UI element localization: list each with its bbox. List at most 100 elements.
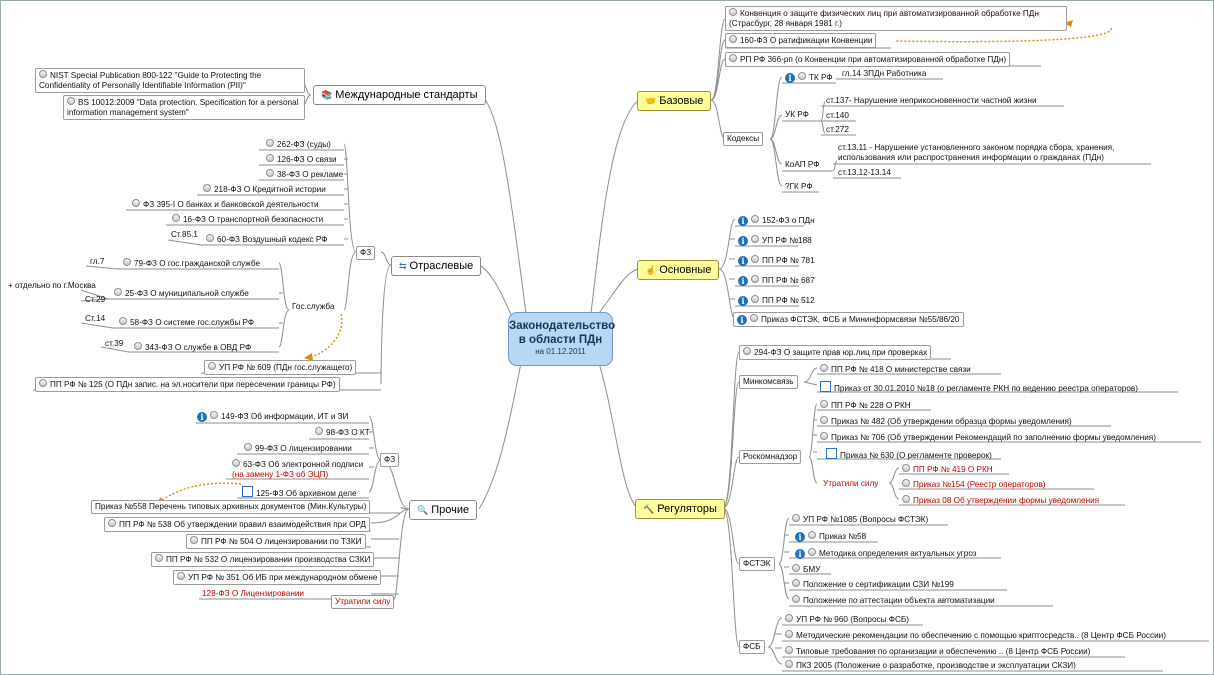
item-st272[interactable]: ст.272 [823, 124, 852, 136]
bullet-icon [232, 459, 240, 467]
reg-metrek[interactable]: Методические рекомендации по обеспечению… [782, 629, 1169, 642]
otr-fz25[interactable]: 25-ФЗ О муниципальной службе [111, 287, 252, 300]
pr-fz125[interactable]: 125-ФЗ Об архивном деле [239, 485, 360, 500]
item-st140[interactable]: ст.140 [823, 110, 852, 122]
pr-pp538[interactable]: ПП РФ № 538 Об утверждении правил взаимо… [104, 517, 370, 532]
reg-rkn[interactable]: Роскомнадзор [739, 450, 802, 464]
osn-item-5-label: Приказ ФСТЭК, ФСБ и Мининформсвязи №55/8… [761, 315, 960, 324]
pr-pp532[interactable]: ПП РФ № 532 О лицензировании производств… [151, 552, 375, 567]
item-uk[interactable]: УК РФ [782, 109, 812, 121]
otr-fz343[interactable]: 343-ФЗ О службе в ОВД РФ [131, 341, 254, 354]
pr-pp504[interactable]: ПП РФ № 504 О лицензировании по ТЗКИ [186, 534, 366, 549]
reg-bmu[interactable]: БМУ [789, 563, 823, 576]
reg-fsb[interactable]: ФСБ [739, 640, 765, 654]
otr-st851[interactable]: Ст.85.1 [168, 229, 201, 241]
topic-regulatory[interactable]: 🔨Регуляторы [635, 499, 725, 519]
reg-fstek[interactable]: ФСТЭК [739, 557, 775, 571]
otr-item-1[interactable]: 126-ФЗ О связи [263, 153, 340, 166]
item-st1312[interactable]: ст.13.12-13.14 [835, 167, 894, 179]
item-konvenciya[interactable]: Конвенция о защите физических лиц при ав… [725, 6, 1067, 31]
pr-up351[interactable]: УП РФ № 351 Об ИБ при международном обме… [173, 570, 382, 585]
otr-item-3[interactable]: 218-ФЗ О Кредитной истории [200, 183, 329, 196]
item-rp366[interactable]: РП РФ 366-рп (о Конвенции при автоматизи… [725, 52, 1011, 67]
otr-gl7[interactable]: гл.7 [87, 256, 107, 268]
reg-minkom[interactable]: Минкомсвязь [739, 375, 798, 389]
otr-item-0[interactable]: 262-ФЗ (суды) [263, 138, 334, 151]
otr-otdelno[interactable]: + отдельно по г.Москва [5, 280, 99, 292]
otr-st14[interactable]: Ст.14 [82, 313, 108, 325]
otr-fz60[interactable]: 60-ФЗ Воздушный кодекс РФ [203, 233, 330, 246]
item-fz160[interactable]: 160-ФЗ О ратификации Конвенции [725, 33, 877, 48]
reg-polsert[interactable]: Положение о сертификации СЗИ №199 [789, 578, 957, 591]
otr-pp125[interactable]: ПП РФ № 125 (О ПДн запис. на эл.носители… [35, 377, 340, 392]
otr-st29[interactable]: Ст.29 [82, 294, 108, 306]
pr-utratili[interactable]: Утратили силу [331, 595, 395, 609]
otr-item-5[interactable]: 16-ФЗ О транспортной безопасности [169, 213, 326, 226]
item-st137[interactable]: ст.137- Нарушение неприкосновенности час… [823, 95, 1040, 107]
reg-pkz[interactable]: ПКЗ 2005 (Положение о разработке, произв… [782, 659, 1079, 672]
reg-pr630[interactable]: Приказ № 630 (О регламенте проверок) [823, 447, 995, 462]
otr-item-4[interactable]: ФЗ 395-I О банках и банковской деятельно… [129, 198, 322, 211]
topic-bazovye[interactable]: 🤝Базовые [637, 91, 712, 111]
reg-up1085[interactable]: УП РФ №1085 (Вопросы ФСТЭК) [789, 513, 931, 526]
reg-tiptreb[interactable]: Типовые требования по организации и обес… [782, 645, 1093, 658]
bullet-icon [808, 548, 816, 556]
topic-osnovnye[interactable]: ☝Основные [637, 260, 720, 280]
topic-prochie[interactable]: 🔍Прочие [409, 500, 478, 520]
reg-polatt[interactable]: Положение по аттестации объекта автомати… [789, 594, 998, 607]
reg-pr482[interactable]: Приказ № 482 (Об утверждении образца фор… [817, 415, 1075, 428]
osn-item-3-label: ПП РФ № 687 [762, 276, 815, 285]
pr-fz[interactable]: ФЗ [380, 453, 400, 467]
pr-fz98-label: 98-ФЗ О КТ [326, 428, 370, 437]
pr-fz99[interactable]: 99-ФЗ О лицензировании [241, 442, 355, 455]
reg-utratili[interactable]: Утратили силу [820, 478, 881, 490]
pr-pp504-label: ПП РФ № 504 О лицензировании по ТЗКИ [201, 537, 362, 546]
otr-st851-label: Ст.85.1 [171, 230, 198, 239]
reg-pp419[interactable]: ПП РФ № 419 О РКН [899, 463, 996, 476]
item-gl14[interactable]: гл.14 ЗПДн Работника [839, 68, 929, 80]
otr-up609[interactable]: УП РФ № 609 (ПДн гос.служащего) [204, 360, 357, 375]
item-gk[interactable]: ?ГК РФ [782, 181, 816, 193]
otr-st39[interactable]: ст.39 [102, 338, 126, 350]
otr-fz79-label: 79-ФЗ О гос.гражданской службе [134, 259, 261, 268]
reg-pr08[interactable]: Приказ 08 Об утверждении формы уведомлен… [899, 494, 1102, 507]
intl-nist[interactable]: NIST Special Publication 800-122 "Guide … [35, 68, 305, 93]
reg-fz294[interactable]: 294-ФЗ О защите прав юр.лиц при проверка… [739, 345, 932, 360]
otr-fz58[interactable]: 58-ФЗ О системе гос.службы РФ [116, 316, 257, 329]
item-koap[interactable]: КоАП РФ [782, 159, 822, 171]
reg-prik18[interactable]: Приказ от 30.01.2010 №18 (о регламенте Р… [817, 380, 1141, 395]
handshake-icon: 🤝 [645, 96, 657, 106]
topic-otrasl[interactable]: ⇆Отраслевые [391, 256, 482, 276]
bullet-icon [820, 416, 828, 424]
pr-fz128[interactable]: 128-ФЗ О Лицензировании [199, 588, 307, 600]
reg-pr154[interactable]: Приказ №154 (Реестр операторов) [899, 478, 1048, 491]
reg-pp418[interactable]: ПП РФ № 418 О министерстве связи [817, 363, 974, 376]
bullet-icon [315, 427, 323, 435]
otr-item-2[interactable]: 38-ФЗ О рекламе [263, 168, 346, 181]
otr-gossl[interactable]: Гос.служба [289, 301, 338, 313]
otr-fz[interactable]: ФЗ [356, 246, 376, 260]
item-kodeksy[interactable]: Кодексы [723, 132, 764, 146]
reg-up960[interactable]: УП РФ № 960 (Вопросы ФСБ) [782, 613, 912, 626]
reg-pp228[interactable]: ПП РФ № 228 О РКН [817, 399, 914, 412]
central-topic[interactable]: Законодательство в области ПДн на 01.12.… [508, 312, 615, 366]
reg-pr706[interactable]: Приказ № 706 (Об утверждении Рекомендаци… [817, 431, 1159, 444]
bullet-icon [820, 432, 828, 440]
pr-fz63[interactable]: 63-ФЗ Об электронной подписи(на замену 1… [229, 458, 366, 481]
topic-intl[interactable]: 📚Международные стандарты [313, 85, 486, 105]
pr-fz98[interactable]: 98-ФЗ О КТ [312, 426, 373, 439]
otr-fz79[interactable]: 79-ФЗ О гос.гражданской службе [120, 257, 263, 270]
pr-pr558[interactable]: Приказ №558 Перечень типовых архивных до… [91, 500, 371, 514]
intl-bs[interactable]: BS 10012:2009 "Data protection. Specific… [63, 95, 305, 120]
item-st1311[interactable]: ст.13.11 - Нарушение установленного зако… [835, 142, 1157, 164]
